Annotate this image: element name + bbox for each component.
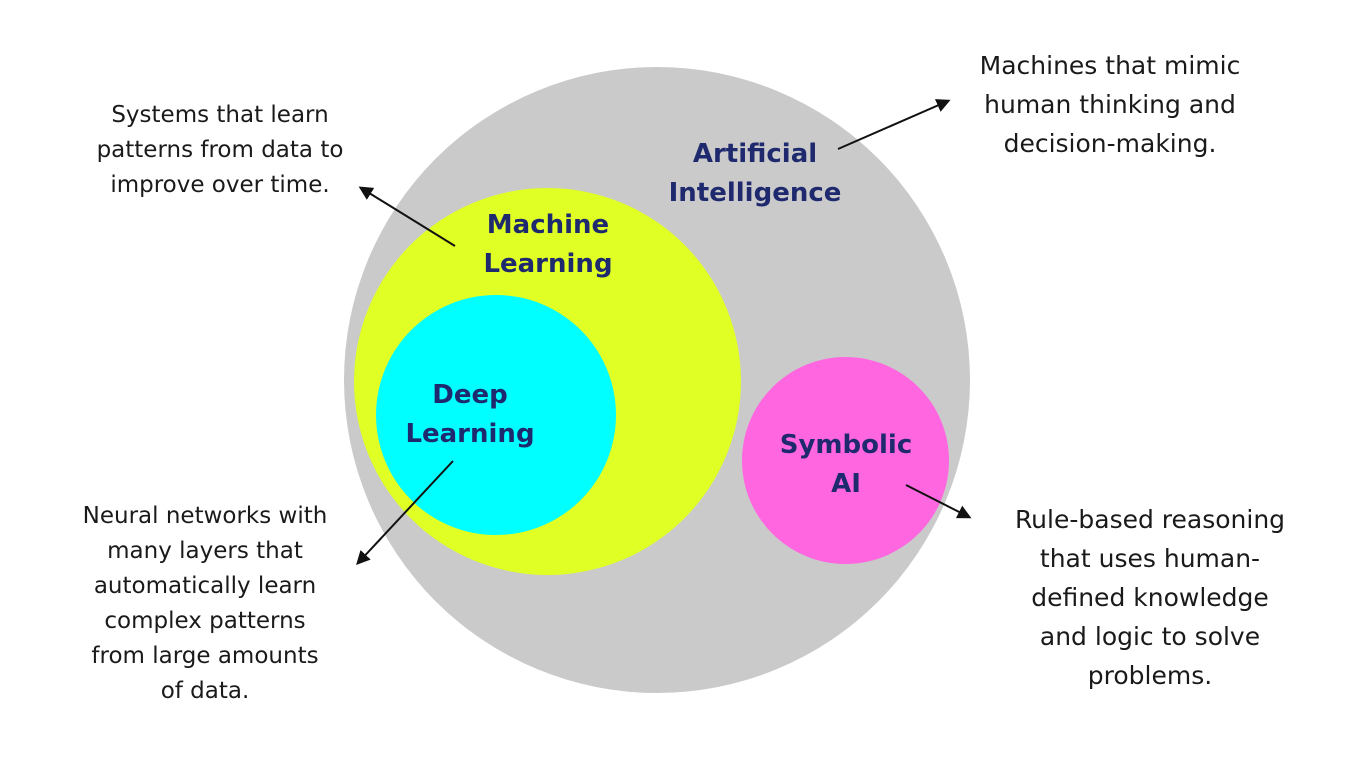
deep-learning-label: Deep Learning [385,376,555,454]
symbolic-ai-label: Symbolic AI [760,426,932,504]
machine-learning-description: Systems that learn patterns from data to… [70,98,370,203]
description-line: Machines that mimic [979,51,1241,80]
description-line: problems. [1087,661,1213,690]
label-line: Learning [483,249,613,279]
symbolic-ai-circle [742,357,949,564]
description-line: of data. [160,678,250,704]
label-line: Artificial [692,139,818,169]
description-line: many layers that [107,538,303,564]
deep-learning-description: Neural networks with many layers that au… [55,499,355,709]
artificial-intelligence-label: Artificial Intelligence [660,135,850,213]
label-line: Machine [486,210,610,240]
description-line: Systems that learn [111,102,329,128]
label-line: Symbolic [779,430,913,460]
description-line: Rule-based reasoning [1014,505,1286,534]
artificial-intelligence-description: Machines that mimic human thinking and d… [950,46,1270,163]
label-line: AI [831,469,861,499]
label-line: Deep [432,380,508,410]
description-line: and logic to solve [1039,622,1261,651]
description-line: patterns from data to [96,137,344,163]
description-line: from large amounts [91,643,319,669]
description-line: defined knowledge [1031,583,1269,612]
description-line: that uses human- [1039,544,1261,573]
machine-learning-label: Machine Learning [458,206,638,284]
label-line: Intelligence [668,178,842,208]
description-line: complex patterns [104,608,306,634]
description-line: decision-making. [1003,129,1217,158]
label-line: Learning [405,419,535,449]
description-line: human thinking and [984,90,1236,119]
description-line: automatically learn [93,573,317,599]
symbolic-ai-description: Rule-based reasoning that uses human- de… [990,500,1310,695]
description-line: Neural networks with [82,503,328,529]
description-line: improve over time. [110,172,330,198]
